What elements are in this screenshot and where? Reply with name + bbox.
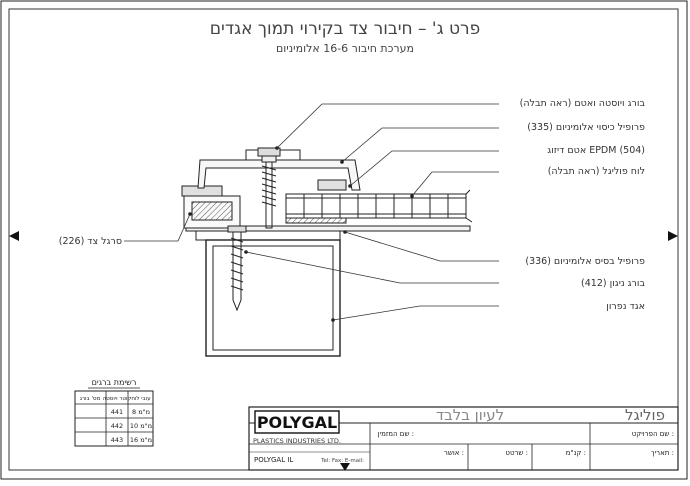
table-cell-thickness: 16 מ"מ xyxy=(130,436,152,444)
sheet-break xyxy=(465,189,473,223)
table-header-thickness: עובי לוח xyxy=(131,395,150,402)
sheet-ribs xyxy=(303,194,449,218)
center-mark-bottom xyxy=(340,463,350,471)
table-cell-screw: 442 xyxy=(111,422,123,430)
logo-text: POLYGAL xyxy=(257,413,337,432)
gasket-right-top xyxy=(317,179,347,191)
screw-shank xyxy=(265,161,273,229)
table-cell-screw: 443 xyxy=(111,436,123,444)
table-cell-thickness: 10 מ"מ xyxy=(130,422,152,430)
callout-cover-profile: פרופיל כיסוי אלומיניום (335) xyxy=(527,122,645,133)
screw-table: רשימת ברגים מס' בורג קוטר ויוסטה עובי לו… xyxy=(74,378,154,447)
field-drawn-label: שרטט : xyxy=(505,449,528,457)
brand-en: POLYGAL IL xyxy=(254,456,293,464)
polygal-logo xyxy=(254,410,340,434)
table-cell-screw: 441 xyxy=(111,408,123,416)
leader-lines xyxy=(124,103,499,321)
leader-arrows xyxy=(188,146,414,322)
screw-thread xyxy=(261,165,277,207)
contact-line: Tel: Fax: E-mail: xyxy=(320,458,364,464)
callout-gasket: אטם דיזוג EPDM (504) xyxy=(547,145,645,156)
field-client-label: שם המזמין : xyxy=(378,430,414,438)
base-profile xyxy=(185,225,471,232)
base-profile-web xyxy=(195,231,341,241)
callout-edge-profile: סרגל צד (226) xyxy=(59,236,122,247)
edge-profile-hatch xyxy=(191,201,233,221)
callout-screw: בורג ויוסטה ואטם (ראה תבלה) xyxy=(520,98,646,109)
callout-truss: אגד נפרון xyxy=(606,301,645,312)
screw-washer xyxy=(261,155,277,163)
table-header-diameter: קוטר ויוסטה xyxy=(103,396,132,402)
table-cell-thickness: 8 מ"מ xyxy=(132,408,150,416)
callout-base-profile: פרופיל בסיס אלומיניום (336) xyxy=(525,256,645,267)
cover-profile xyxy=(197,159,361,191)
field-scale-label: קנ"מ : xyxy=(566,449,586,457)
callout-drill-screw: בורג ניגון (412) xyxy=(581,278,645,289)
slogan: לעיון בלבד xyxy=(436,406,504,424)
page-title: פרט ג' – חיבור צד בקירוי תמוך אגדים xyxy=(210,19,481,39)
company-line: PLASTICS INDUSTRIES LTD. xyxy=(253,437,341,445)
field-project-label: שם הפרויקט : xyxy=(632,430,674,438)
field-date-label: תאריך : xyxy=(651,449,674,457)
title-block: POLYGAL PLASTICS INDUSTRIES LTD. POLYGAL… xyxy=(248,406,679,471)
screw-table-title: רשימת ברגים xyxy=(92,378,137,387)
drill-screw-thread xyxy=(230,237,244,291)
center-mark-right xyxy=(668,231,678,241)
drill-screw-shank xyxy=(232,231,242,312)
page-subtitle: מערכת חיבור 16-6 אלומיניום xyxy=(276,42,414,55)
drill-screw-head xyxy=(227,225,247,233)
callout-sheet: לוח פוליגל (ראה תבלה) xyxy=(548,166,645,177)
truss-inner xyxy=(212,245,334,351)
brand-he: פוליגל xyxy=(625,406,665,424)
field-approved-label: אושר : xyxy=(444,449,464,457)
cross-section-detail xyxy=(181,147,473,357)
table-header-screw-no: מס' בורג xyxy=(80,396,101,402)
center-mark-left xyxy=(9,231,19,241)
